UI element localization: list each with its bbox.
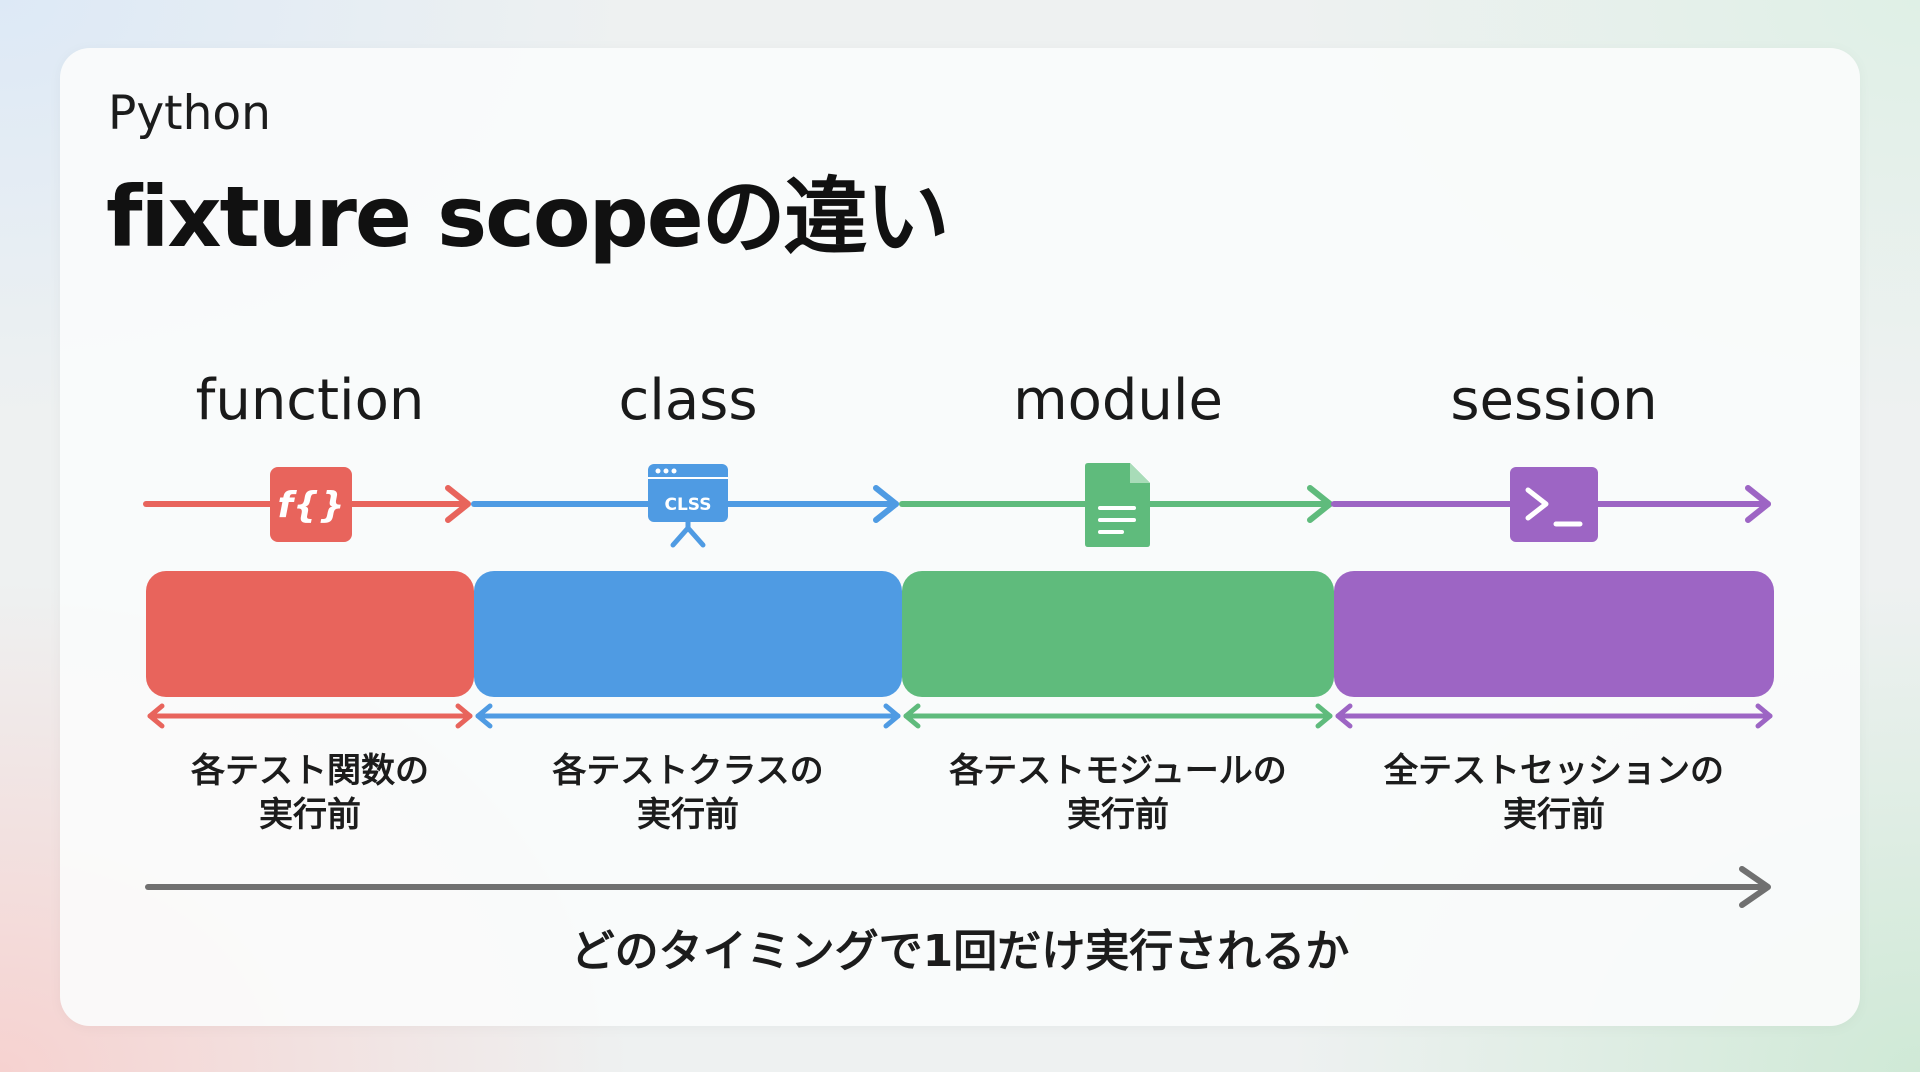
scope-bar-class	[474, 571, 902, 697]
overall-timeline-arrow	[145, 866, 1771, 908]
scope-bar-module	[902, 571, 1334, 697]
scope-desc-module-line1: 各テストモジュールの	[949, 751, 1287, 791]
scope-desc-class-line2: 実行前	[637, 795, 739, 835]
slide-subtitle: Python	[108, 86, 271, 141]
range-arrow-function	[147, 703, 473, 729]
scope-label-module: module	[1013, 368, 1223, 433]
scope-function: function f{} 各テスト関数の 実行前	[143, 368, 474, 835]
scope-desc-module-line2: 実行前	[1067, 795, 1169, 835]
scope-desc-function-line2: 実行前	[259, 795, 361, 835]
slide-title: fixture scopeの違い	[106, 168, 950, 266]
range-arrow-session	[1335, 703, 1773, 729]
svg-text:f{}: f{}	[278, 485, 345, 526]
scope-module: module 各テストモジュールの 実行前	[899, 368, 1334, 835]
timeline-caption: どのタイミングで1回だけ実行されるか	[571, 926, 1350, 977]
scope-desc-class-line1: 各テストクラスの	[552, 751, 823, 791]
scope-label-function: function	[196, 368, 425, 433]
svg-text:CLSS: CLSS	[664, 495, 711, 515]
scope-bar-function	[146, 571, 474, 697]
scope-desc-session-line1: 全テストセッションの	[1383, 751, 1724, 791]
terminal-icon	[1510, 467, 1598, 542]
function-icon: f{}	[270, 467, 352, 542]
class-board-icon: CLSS	[648, 464, 728, 548]
range-arrow-class	[475, 703, 901, 729]
scope-class: class CLSS 各テストクラスの 実行前	[471, 368, 902, 835]
document-icon	[1085, 463, 1150, 547]
scope-bar-session	[1334, 571, 1774, 697]
range-arrow-module	[903, 703, 1333, 729]
scope-desc-session-line2: 実行前	[1503, 795, 1605, 835]
scope-label-class: class	[618, 368, 757, 433]
scope-label-session: session	[1450, 368, 1657, 433]
scope-session: session 全テストセッションの 実行前	[1331, 368, 1774, 835]
scope-desc-function-line1: 各テスト関数の	[191, 751, 429, 791]
